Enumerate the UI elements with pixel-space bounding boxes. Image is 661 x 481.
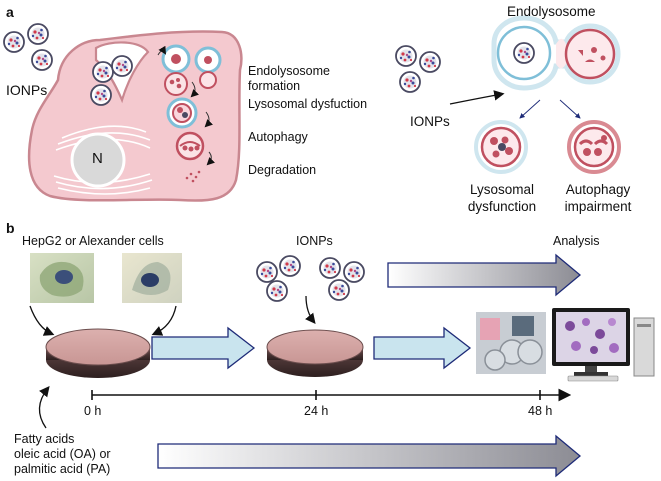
degradation-dots: [185, 170, 201, 183]
time-48h: 48 h: [528, 404, 553, 418]
nanoparticle: [92, 61, 114, 83]
time-24h: 24 h: [304, 404, 329, 418]
step-degradation: Degradation: [248, 163, 317, 177]
ionp-uptake-arrow: [449, 90, 505, 105]
nanoparticle: [399, 71, 421, 93]
cells-label: HepG2 or Alexander cells: [22, 234, 164, 248]
ionps-label-b: IONPs: [296, 234, 333, 248]
analysis-label: Analysis: [553, 234, 600, 248]
nanoparticle: [111, 55, 133, 77]
ionp-cluster-left: [3, 23, 53, 71]
endosome-early: [161, 44, 191, 74]
autophagosome: [175, 131, 205, 161]
oleic-acid-label: oleic acid (OA) or: [14, 447, 111, 461]
ionps-label-left: IONPs: [6, 82, 48, 98]
time-0h: 0 h: [84, 404, 102, 418]
step-autophagy: Autophagy: [248, 130, 308, 144]
culture-dish-2: [266, 329, 364, 377]
nanoparticle: [27, 23, 49, 45]
nanoparticle: [90, 84, 112, 106]
step-endolysosome: Endolysosome: [248, 64, 330, 78]
computer-monitor: [552, 308, 630, 382]
outcome-lysosomal: Lysosomal: [469, 182, 535, 197]
nanoparticle: [343, 261, 365, 283]
ionp-cluster-b: [256, 255, 365, 302]
nanoparticle: [319, 257, 341, 279]
nanoparticle: [266, 280, 288, 302]
nucleus-label: N: [92, 150, 103, 167]
autophagy-impairment-vesicle: [567, 120, 621, 174]
ionp-cluster-right: [395, 45, 441, 93]
outcome-impairment: impairment: [564, 199, 632, 214]
panel-a-letter: a: [6, 4, 14, 20]
hepg2-cell-image: [30, 253, 94, 303]
step-lysosomal-dysfuction: Lysosomal dysfuction: [248, 97, 368, 111]
fatty-acids-label: Fatty acids: [14, 432, 75, 446]
lysosome-dysfunction: [166, 97, 198, 129]
palmitic-acid-label: palmitic acid (PA): [14, 462, 111, 476]
alexander-cell-image: [122, 253, 182, 303]
computer-tower: [633, 317, 655, 377]
nanoparticle: [279, 255, 301, 277]
panel-b-letter: b: [6, 220, 15, 236]
nanoparticle: [3, 31, 25, 53]
step-formation: formation: [248, 79, 301, 93]
outcome-dysfunction: dysfunction: [467, 199, 537, 214]
fatty-acid-arrow: [157, 434, 582, 478]
nanoparticle: [256, 261, 278, 283]
endolysosome-fusing: [194, 46, 222, 89]
sample-photo: [476, 312, 546, 374]
step-arrow-2: [373, 326, 472, 370]
nucleus: [70, 132, 126, 188]
nanoparticle: [31, 49, 53, 71]
endolysosome-title: Endolysosome: [507, 4, 596, 19]
nanoparticle: [395, 45, 417, 67]
outcome-autophagy: Autophagy: [565, 182, 631, 197]
ionps-label-right: IONPs: [410, 114, 450, 129]
nanoparticle: [328, 279, 350, 301]
endolysosome-large: [491, 15, 621, 91]
nanoparticle: [419, 51, 441, 73]
analysis-arrow: [387, 253, 582, 297]
culture-dish-1: [45, 328, 151, 378]
lysosomal-dysfunction-vesicle: [474, 120, 528, 174]
lysosome-small: [164, 72, 188, 96]
step-arrow-1: [151, 326, 256, 370]
